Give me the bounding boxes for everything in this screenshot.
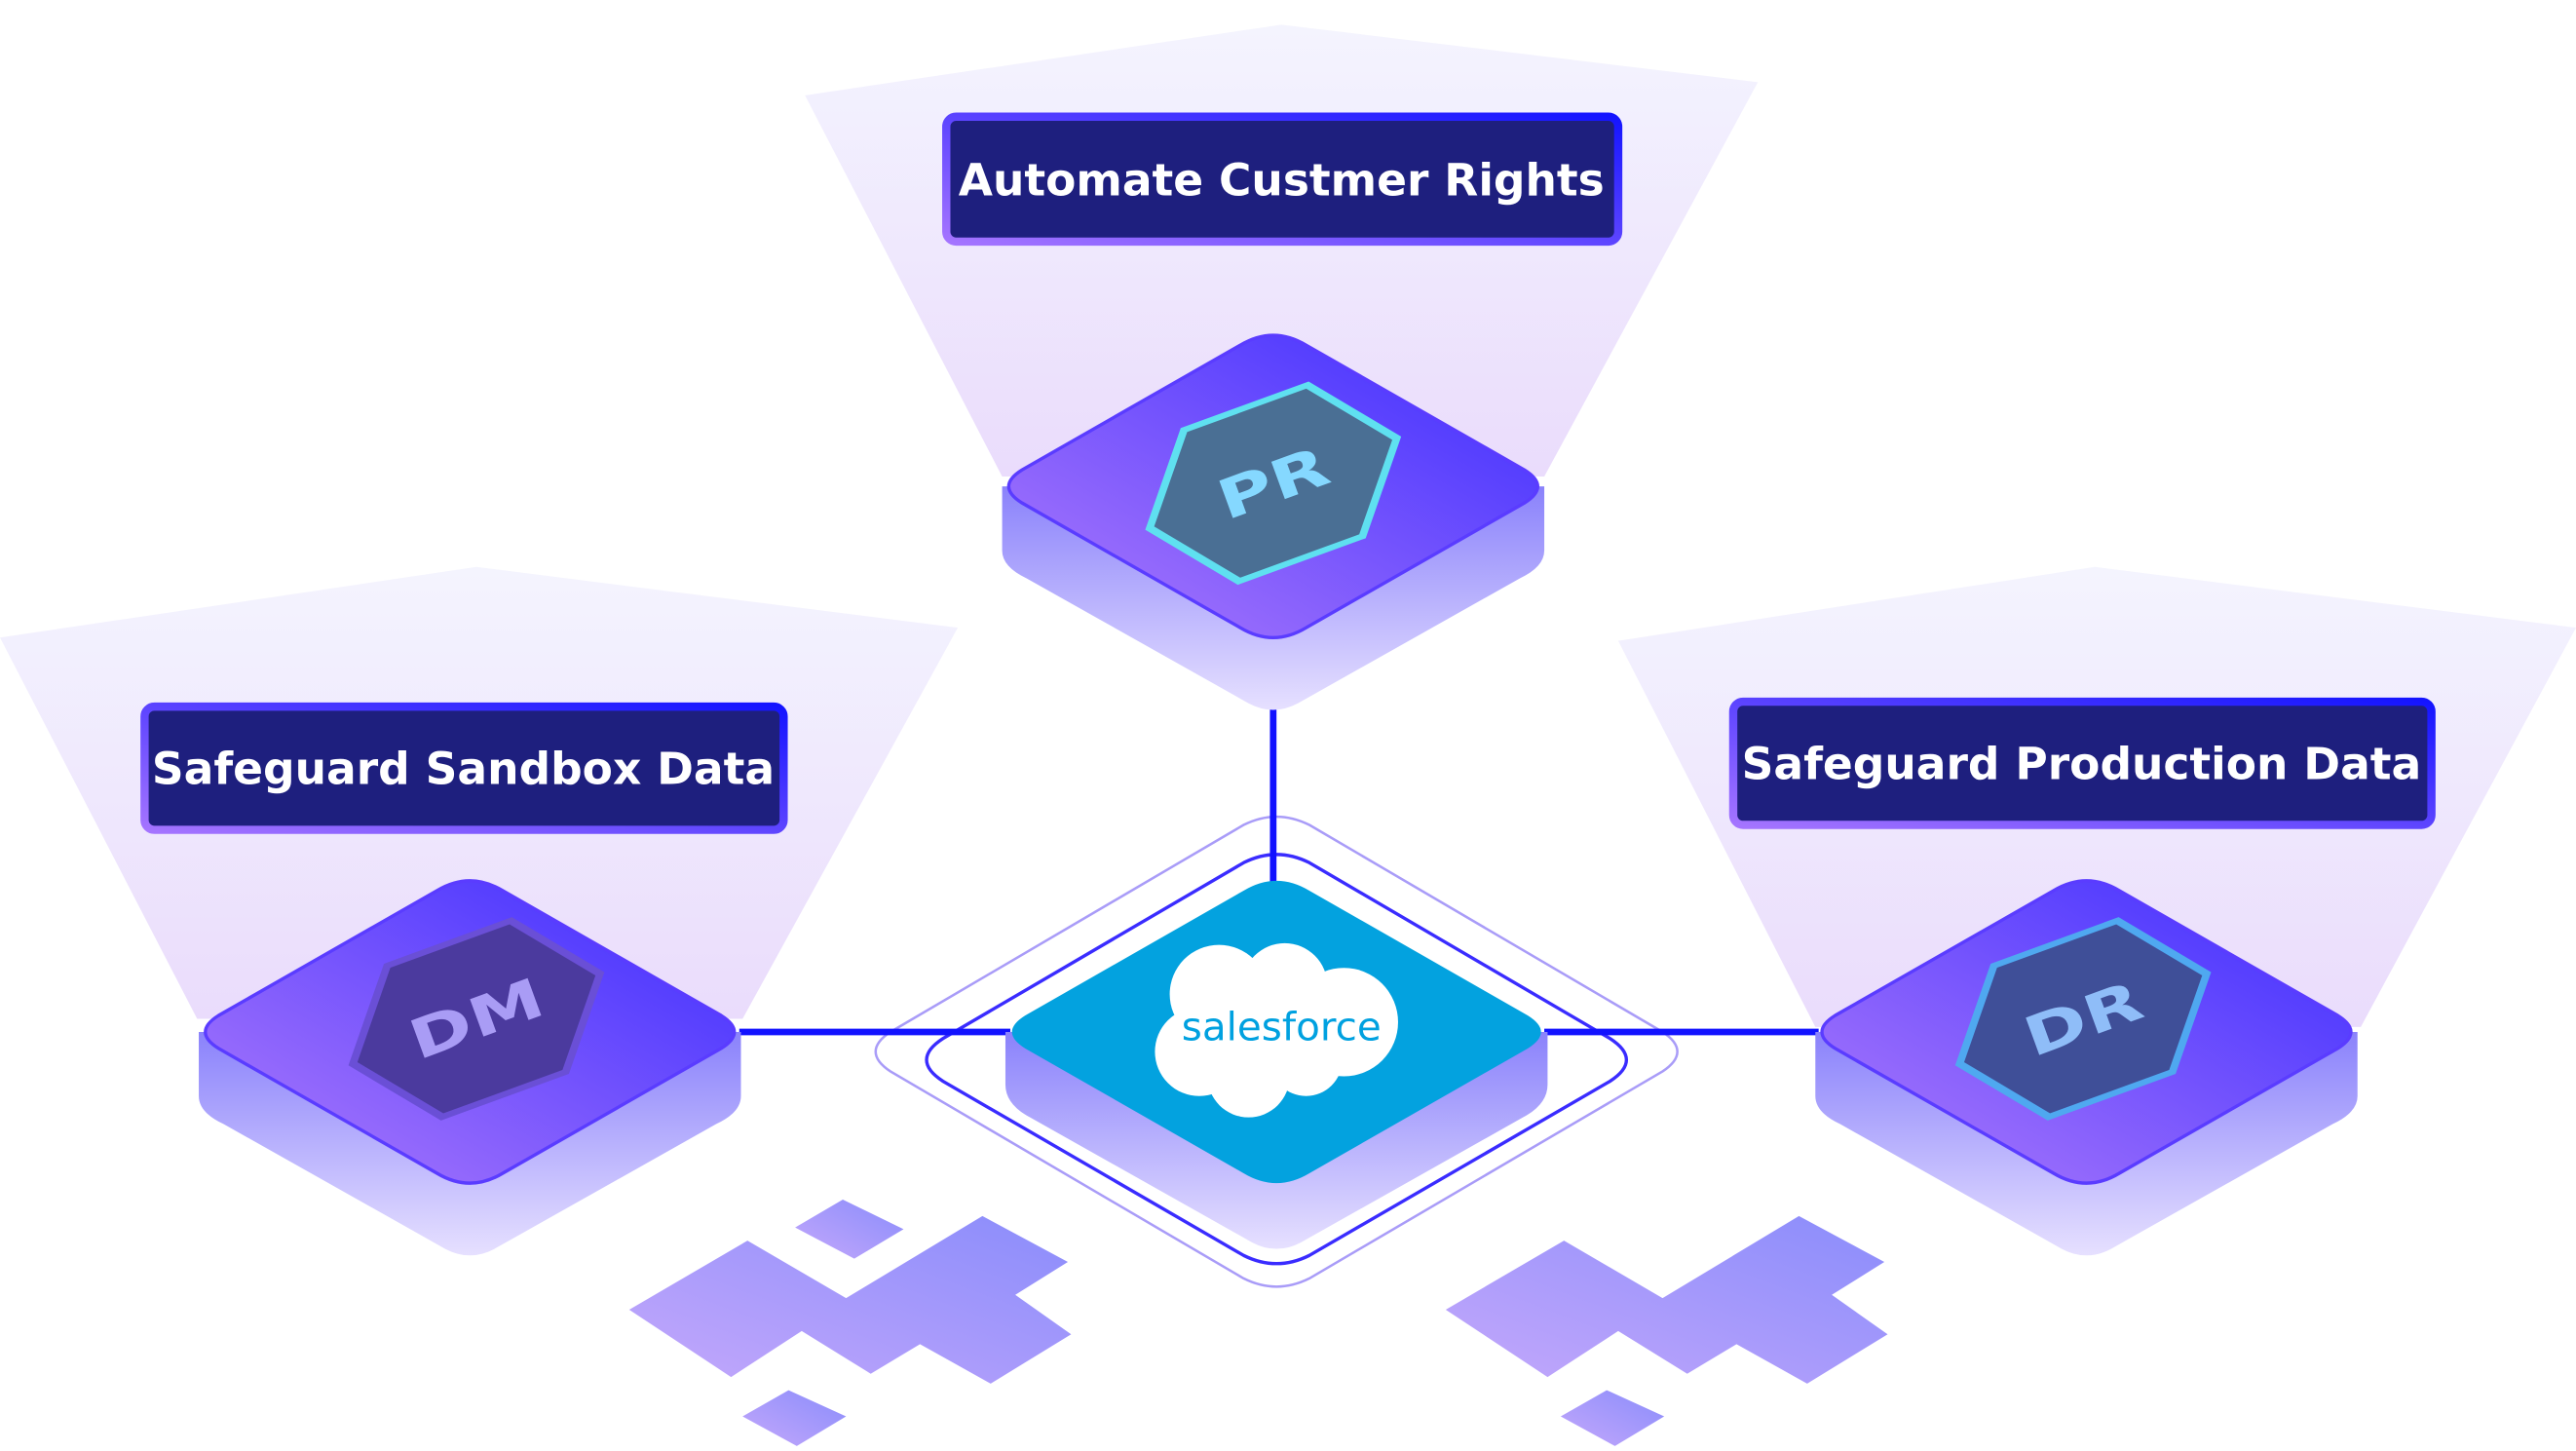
hex-badge-pr: PR xyxy=(1145,381,1402,586)
platform-dm: DM xyxy=(199,879,741,1256)
label-dr-text: Safeguard Production Data xyxy=(1742,738,2422,789)
salesforce-cloud-logo xyxy=(1155,942,1398,1118)
label-dm-text: Safeguard Sandbox Data xyxy=(152,743,775,794)
label-pr: Automate Custmer Rights xyxy=(942,112,1623,247)
hub-ring-outer xyxy=(874,815,1679,1288)
hex-badge-dm: DM xyxy=(348,917,605,1121)
decorative-tiles-right xyxy=(1445,1215,1888,1446)
platform-dr: DR xyxy=(1815,879,2358,1256)
salesforce-logo-text: salesforce xyxy=(1182,1003,1382,1050)
decorative-tiles-left xyxy=(628,1199,1072,1446)
platform-pr: PR xyxy=(1002,333,1545,710)
hub-ring-inner xyxy=(925,853,1628,1266)
label-dr: Safeguard Production Data xyxy=(1728,697,2436,829)
label-pr-text: Automate Custmer Rights xyxy=(959,155,1605,207)
hex-badge-dr: DR xyxy=(1954,917,2212,1121)
salesforce-hub[interactable]: salesforce xyxy=(1004,880,1548,1249)
label-dm: Safeguard Sandbox Data xyxy=(140,702,788,834)
